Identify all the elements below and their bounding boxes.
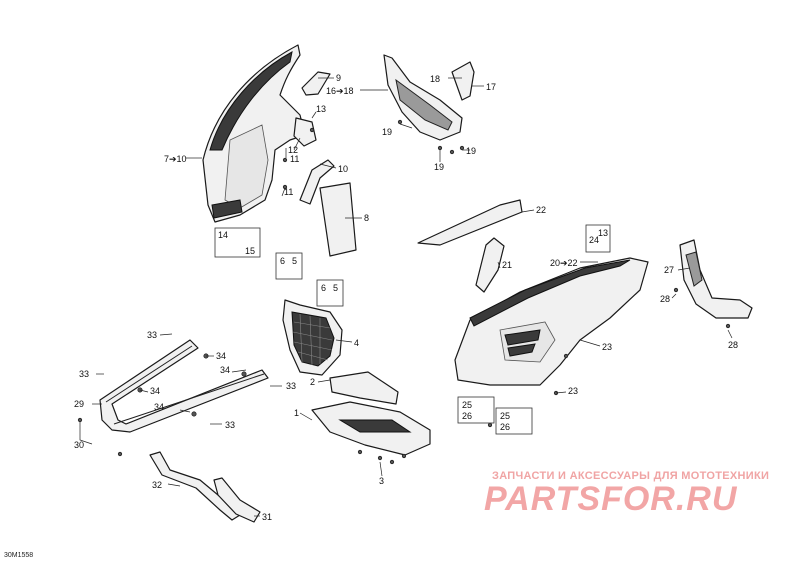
callout-17: 17: [486, 82, 496, 92]
part-22: [417, 199, 523, 246]
left-side-panel: [202, 44, 317, 223]
callout-27: 27: [664, 265, 674, 275]
part-1-slot: [338, 419, 412, 433]
part-21: [475, 237, 505, 293]
callout-34-b: 34: [150, 386, 160, 396]
callout-15: 15: [245, 246, 255, 256]
callout-6-b: 6: [321, 283, 326, 293]
callout-7-10: 7➔10: [164, 154, 187, 164]
callout-5-b: 5: [333, 283, 338, 293]
box-25-26-right: [495, 407, 533, 435]
leader-lines: [79, 77, 733, 517]
callout-34-c: 34: [154, 402, 164, 412]
reference-code: 30M1558: [4, 552, 34, 559]
callout-21: 21: [502, 260, 512, 270]
callout-1: 1: [294, 408, 299, 418]
callout-32: 32: [152, 480, 162, 490]
callout-33-d: 33: [225, 420, 235, 430]
callout-33-c: 33: [286, 381, 296, 391]
right-bracket-assembly: [679, 239, 753, 319]
callout-23-a: 23: [602, 342, 612, 352]
box-25-26-left: [457, 396, 495, 424]
grille-part-4: [282, 299, 343, 376]
callout-19-a: 19: [382, 127, 392, 137]
callout-3: 3: [379, 476, 384, 486]
part-31: [213, 477, 261, 523]
callout-23-b: 23: [568, 386, 578, 396]
callout-9: 9: [336, 73, 341, 83]
right-side-panel: [454, 257, 649, 386]
callout-11-a: 11: [290, 154, 299, 164]
callout-13-a: 13: [316, 104, 326, 114]
bumper-part-29: [99, 339, 269, 433]
callout-11-b: 11: [284, 187, 293, 197]
callout-25-b: 25: [500, 411, 510, 421]
callout-30: 30: [74, 440, 84, 450]
callout-26-a: 26: [462, 411, 472, 421]
callout-34-a: 34: [216, 351, 226, 361]
callout-22: 22: [536, 205, 546, 215]
callout-28-a: 28: [660, 294, 670, 304]
callout-33-a: 33: [147, 330, 157, 340]
callout-13-b: 13: [598, 228, 608, 238]
callout-10: 10: [338, 164, 348, 174]
watermark-tagline: ЗАПЧАСТИ И АКСЕССУАРЫ ДЛЯ МОТОТЕХНИКИ: [492, 470, 770, 482]
callout-33-b: 33: [79, 369, 89, 379]
callout-19-c: 19: [466, 146, 476, 156]
callout-25-a: 25: [462, 400, 472, 410]
callout-19-b: 19: [434, 162, 444, 172]
callout-16-18: 16➔18: [326, 86, 354, 96]
box-14-15: [214, 227, 261, 258]
callout-8: 8: [364, 213, 369, 223]
watermark-logo: PARTSFOR.RU: [484, 480, 738, 518]
callout-4: 4: [354, 338, 359, 348]
callout-29: 29: [74, 399, 84, 409]
callout-18: 18: [430, 74, 440, 84]
part-10: [299, 159, 335, 205]
callout-28-b: 28: [728, 340, 738, 350]
box-5-6-mid: [316, 279, 344, 307]
callout-2: 2: [310, 377, 315, 387]
callout-20-22: 20➔22: [550, 258, 578, 268]
box-5-6-top: [275, 252, 303, 280]
callout-5-a: 5: [292, 256, 297, 266]
callout-14: 14: [218, 230, 228, 240]
part-8: [319, 182, 357, 257]
callout-24: 24: [589, 235, 599, 245]
callout-6-a: 6: [280, 256, 285, 266]
upper-bracket-assembly: [383, 54, 475, 141]
callout-31: 31: [262, 512, 272, 522]
callout-12: 12: [288, 145, 298, 155]
callout-34-d: 34: [220, 365, 230, 375]
fasteners: [77, 119, 731, 465]
callout-26-b: 26: [500, 422, 510, 432]
callout-labels: 9 10 8 7➔10 13 12 11 11 16➔18 18 17 19 1…: [74, 73, 738, 522]
box-13-24: [585, 224, 611, 253]
part-2: [329, 371, 399, 405]
